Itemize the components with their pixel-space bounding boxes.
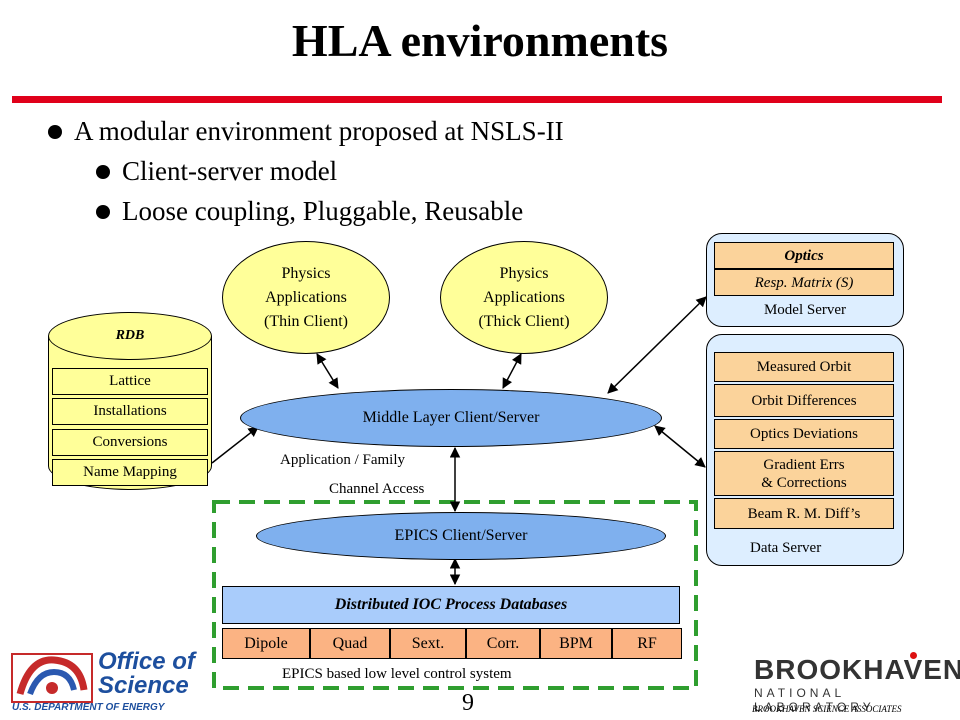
rdb-row-name-mapping: Name Mapping [52, 459, 208, 486]
device-bpm: BPM [540, 628, 612, 659]
channel-access-label: Channel Access [329, 481, 425, 497]
ioc-database-box: Distributed IOC Process Databases [222, 586, 680, 624]
bullet-1-text: A modular environment proposed at NSLS-I… [74, 116, 564, 146]
model-server-arrow [607, 296, 707, 394]
thin-client-arrow [316, 353, 339, 389]
device-rf: RF [612, 628, 682, 659]
device-quad: Quad [310, 628, 390, 659]
gradient-errs-line-2: & Corrections [761, 474, 847, 491]
rdb-arrow [211, 426, 259, 464]
optics-box: Optics [714, 242, 894, 269]
doe-label: U.S. DEPARTMENT OF ENERGY [12, 702, 165, 713]
resp-matrix-box: Resp. Matrix (S) [714, 269, 894, 296]
thin-client-line-1: Physics [281, 264, 331, 282]
thick-client-line-2: Applications [483, 288, 565, 306]
brookhaven-logo-dot-icon [910, 652, 917, 659]
brookhaven-logo-subtitle: NATIONAL LABORATORY [754, 686, 875, 714]
page-number: 9 [462, 690, 474, 716]
bullet-3-text: Loose coupling, Pluggable, Reusable [122, 196, 524, 226]
middle-layer-ellipse: Middle Layer Client/Server [240, 389, 662, 447]
app-family-label: Application / Family [280, 452, 405, 468]
thick-client-ellipse: Physics Applications (Thick Client) [440, 241, 608, 354]
bullet-dot-icon [96, 164, 110, 179]
bullet-2-text: Client-server model [122, 156, 338, 186]
rdb-row-conversions: Conversions [52, 429, 208, 456]
beam-rm-diff-box: Beam R. M. Diff’s [714, 498, 894, 529]
office-of-science-line-2: Science [98, 672, 189, 699]
device-sext: Sext. [390, 628, 466, 659]
thick-client-line-3: (Thick Client) [478, 312, 570, 330]
gradient-errs-line-1: Gradient Errs [763, 456, 845, 473]
epics-caption: EPICS based low level control system [282, 666, 512, 682]
bullet-2: Client-server model [96, 156, 337, 187]
brookhaven-science-associates: BROOKHAVEN SCIENCE ASSOCIATES [752, 704, 902, 714]
office-of-science-line-1: Office of [98, 648, 195, 675]
rdb-top: RDB [48, 312, 212, 360]
bullet-dot-icon [48, 124, 62, 139]
thin-client-ellipse: Physics Applications (Thin Client) [222, 241, 390, 354]
orbit-differences-box: Orbit Differences [714, 384, 894, 417]
rdb-row-installations: Installations [52, 398, 208, 425]
title-divider [12, 96, 942, 103]
measured-orbit-box: Measured Orbit [714, 352, 894, 382]
data-server-arrow [654, 425, 706, 468]
bullet-1: A modular environment proposed at NSLS-I… [48, 116, 564, 147]
device-corr: Corr. [466, 628, 540, 659]
thick-client-line-1: Physics [499, 264, 549, 282]
bullet-3: Loose coupling, Pluggable, Reusable [96, 196, 523, 227]
bullet-dot-icon [96, 204, 110, 219]
rdb-row-lattice: Lattice [52, 368, 208, 395]
device-dipole: Dipole [222, 628, 310, 659]
thin-client-line-2: Applications [265, 288, 347, 306]
middle-layer-label: Middle Layer Client/Server [362, 409, 540, 426]
model-server-label: Model Server [763, 302, 847, 318]
thick-client-arrow [502, 353, 522, 389]
rdb-title: RDB [115, 328, 145, 343]
epics-client-ellipse: EPICS Client/Server [256, 512, 666, 560]
brookhaven-logo-name: BROOKHAVEN [754, 654, 960, 685]
gradient-errs-box: Gradient Errs & Corrections [714, 451, 894, 496]
epics-client-label: EPICS Client/Server [394, 527, 528, 544]
data-server-label: Data Server [750, 540, 822, 556]
slide-title: HLA environments [291, 15, 669, 66]
office-of-science-logo-icon [11, 653, 93, 703]
optics-deviations-box: Optics Deviations [714, 419, 894, 449]
thin-client-line-3: (Thin Client) [264, 312, 348, 330]
